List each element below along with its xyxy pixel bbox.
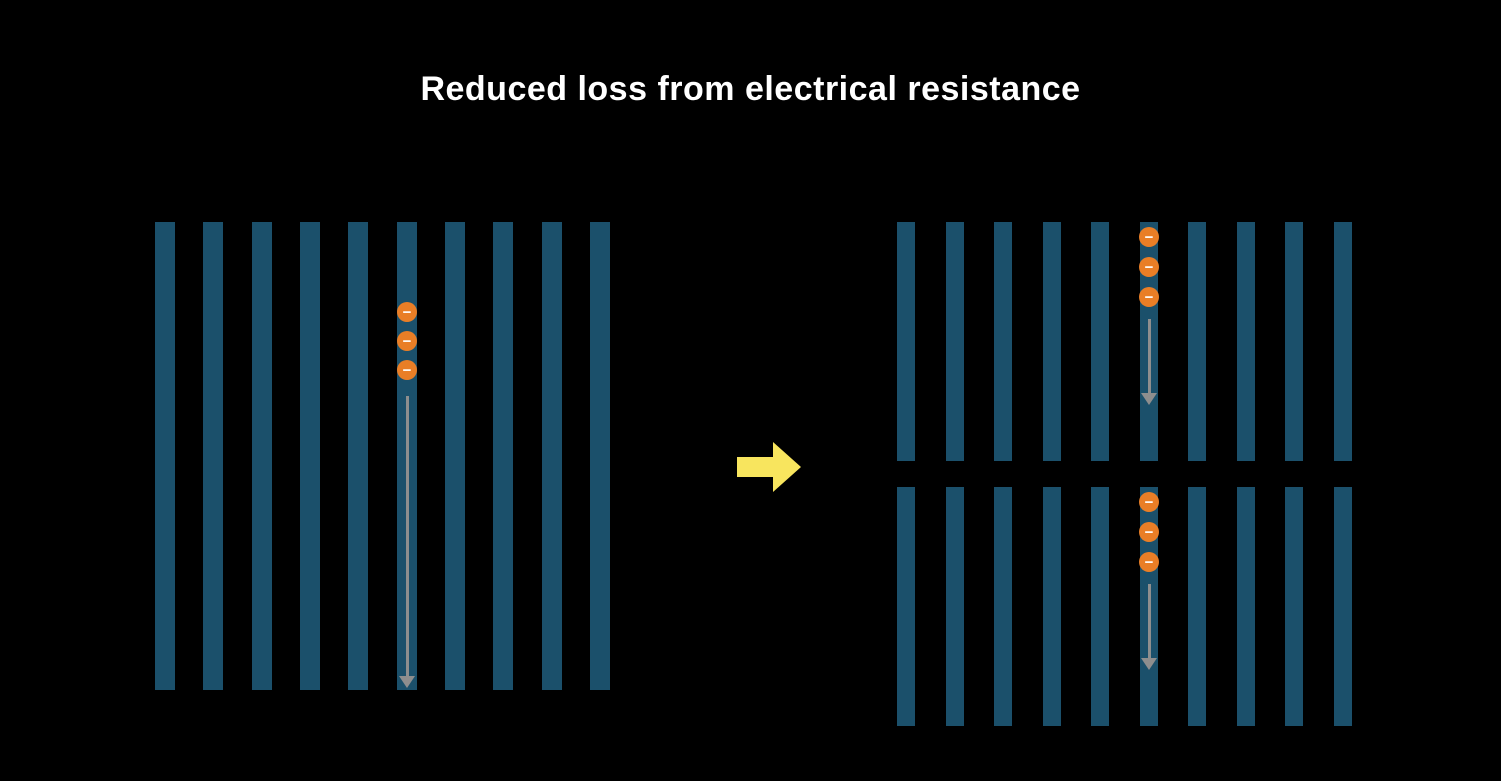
electron-minus-icon: − bbox=[397, 302, 417, 322]
cell-bar bbox=[444, 222, 465, 690]
cell-bar bbox=[897, 222, 915, 461]
cell-bar bbox=[1188, 222, 1207, 461]
arrow-shaft bbox=[1147, 584, 1151, 658]
right-block-arrow-icon bbox=[737, 442, 801, 492]
arrow-shaft bbox=[405, 396, 409, 676]
cell-bar bbox=[589, 222, 610, 690]
half-cell-bottom-panel: − − − bbox=[897, 487, 1352, 726]
cell-bar bbox=[541, 222, 562, 690]
cell-bar bbox=[155, 222, 175, 690]
cell-bar bbox=[1188, 487, 1207, 726]
electron-minus-icon: − bbox=[397, 331, 417, 351]
cell-bar bbox=[1042, 487, 1061, 726]
arrow-head bbox=[1141, 393, 1157, 405]
cell-bar bbox=[994, 222, 1013, 461]
cell-bar bbox=[1091, 487, 1110, 726]
electron-minus-icon: − bbox=[1139, 257, 1159, 277]
electron-minus-icon: − bbox=[1139, 552, 1159, 572]
cell-bar bbox=[897, 487, 915, 726]
full-cell-panel: − − − bbox=[155, 222, 610, 690]
down-arrow-icon bbox=[1141, 584, 1157, 670]
down-arrow-icon bbox=[1141, 319, 1157, 405]
electron-flow-half-cell-bottom: − − − bbox=[1139, 492, 1159, 670]
electron-minus-icon: − bbox=[1139, 227, 1159, 247]
cell-bar bbox=[945, 222, 964, 461]
half-cell-top-panel: − − − bbox=[897, 222, 1352, 461]
cell-bar bbox=[1042, 222, 1061, 461]
diagram-title: Reduced loss from electrical resistance bbox=[420, 70, 1081, 108]
cell-bar bbox=[203, 222, 224, 690]
cell-bar bbox=[994, 487, 1013, 726]
electron-flow-full-cell: − − − bbox=[397, 302, 417, 688]
cell-bar bbox=[1285, 222, 1304, 461]
cell-bar bbox=[945, 487, 964, 726]
electron-minus-icon: − bbox=[1139, 287, 1159, 307]
arrow-shaft bbox=[1147, 319, 1151, 393]
electron-minus-icon: − bbox=[1139, 522, 1159, 542]
cell-bar bbox=[1236, 222, 1255, 461]
arrow-head bbox=[1141, 658, 1157, 670]
down-arrow-icon bbox=[399, 396, 415, 688]
cell-bar bbox=[1285, 487, 1304, 726]
cell-bar bbox=[1091, 222, 1110, 461]
cell-bar bbox=[493, 222, 514, 690]
electron-stack: − − − bbox=[397, 302, 417, 380]
cell-bar bbox=[1333, 222, 1352, 461]
electron-minus-icon: − bbox=[1139, 492, 1159, 512]
electron-flow-half-cell-top: − − − bbox=[1139, 227, 1159, 405]
cell-bar bbox=[299, 222, 320, 690]
cell-bar bbox=[348, 222, 369, 690]
electron-minus-icon: − bbox=[397, 360, 417, 380]
cell-bar bbox=[251, 222, 272, 690]
electron-stack: − − − bbox=[1139, 227, 1159, 307]
cell-bar bbox=[1236, 487, 1255, 726]
cell-bar bbox=[1333, 487, 1352, 726]
electron-stack: − − − bbox=[1139, 492, 1159, 572]
arrow-head bbox=[399, 676, 415, 688]
